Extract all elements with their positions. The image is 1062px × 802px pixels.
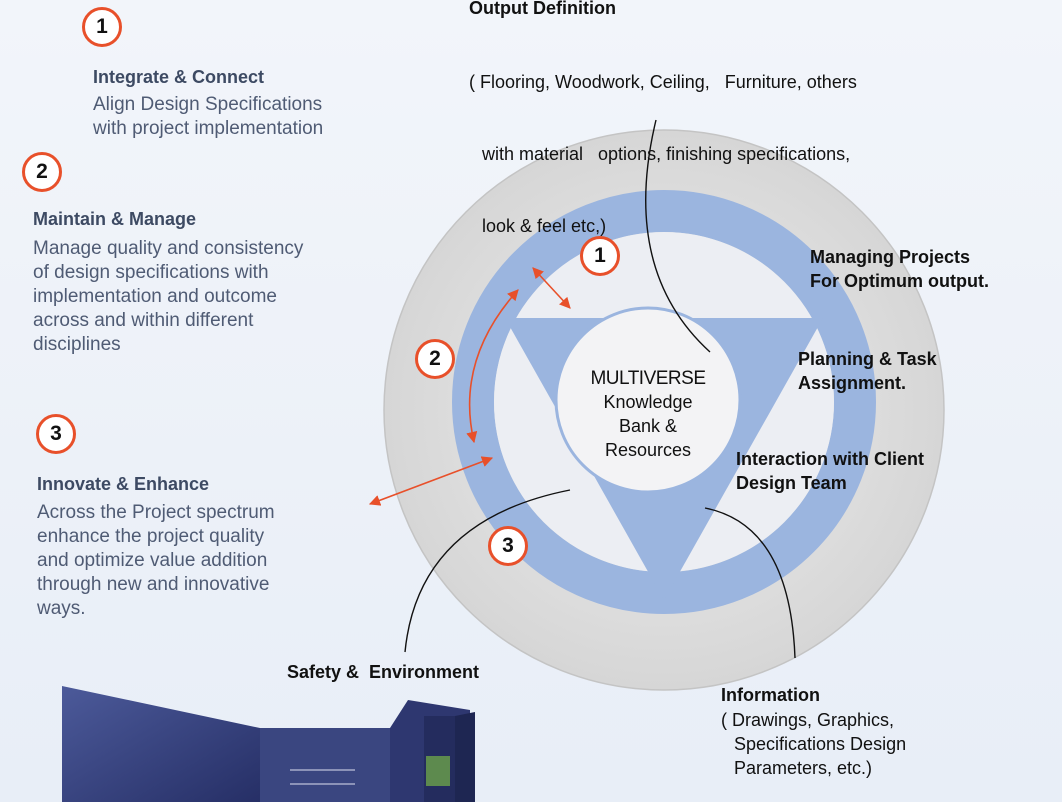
center-circle (554, 306, 742, 494)
step-3-desc: Across the Project spectrum enhance the … (37, 502, 275, 619)
safety-label: Safety & Environment (287, 662, 480, 682)
step-1-title: Integrate & Connect (93, 67, 265, 87)
information-connector (704, 507, 796, 659)
safety-connector (404, 489, 571, 653)
building-image (62, 686, 475, 802)
arrow-3 (368, 456, 494, 506)
planning-label: Planning & Task Assignment. (798, 349, 937, 393)
center-label: MULTIVERSE Knowledge Bank & Resources (570, 368, 726, 462)
step-1-badge: 1 (82, 7, 122, 47)
managing-label: Managing Projects For Optimum output. (810, 247, 989, 291)
step-3-badge: 3 (36, 414, 76, 454)
center-line-3: Resources (604, 440, 692, 460)
output-definition-title: Output Definition (469, 0, 616, 18)
step-3-title: Innovate & Enhance (37, 474, 210, 494)
step-1-desc: Align Design Specifications with project… (93, 94, 324, 139)
center-line-2: Bank & (618, 416, 678, 436)
output-connector (645, 119, 711, 353)
center-line-1: Knowledge (603, 392, 693, 412)
interaction-label: Interaction with Client Design Team (736, 449, 925, 493)
step-2-badge: 2 (22, 152, 62, 192)
center-title: MULTIVERSE (590, 368, 706, 389)
arrow-1 (532, 267, 571, 309)
ring-badge-1: 1 (580, 236, 620, 276)
information-desc: ( Drawings, Graphics, Specifications Des… (721, 710, 907, 778)
step-2-desc: Manage quality and consistency of design… (33, 238, 304, 355)
information-title: Information (721, 685, 820, 705)
step-2-title: Maintain & Manage (33, 209, 197, 229)
arrow-2 (466, 289, 519, 444)
ring-badge-3: 3 (488, 526, 528, 566)
ring-badge-2: 2 (415, 339, 455, 379)
output-definition-desc: ( Flooring, Woodwork, Ceiling, Furniture… (469, 72, 857, 236)
